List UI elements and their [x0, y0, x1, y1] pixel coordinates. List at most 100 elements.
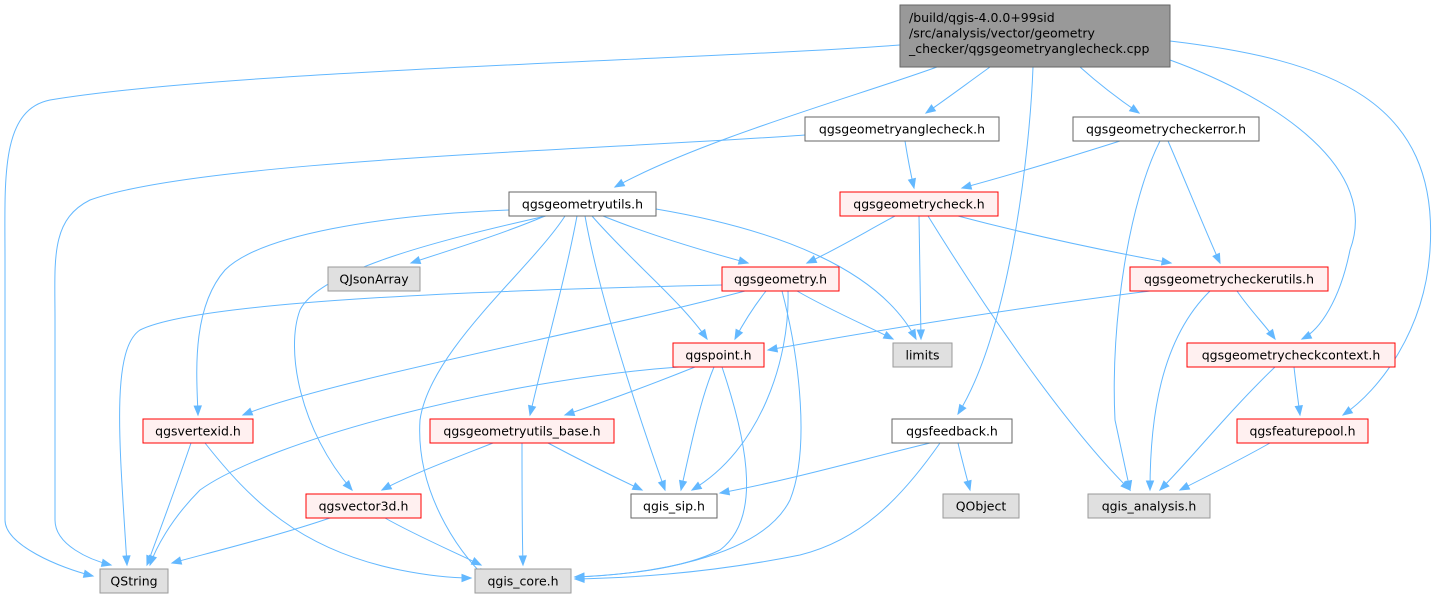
edge-utils-base-h-to-qgis-core-h: [518, 442, 527, 567]
edge-arrowhead: [1294, 405, 1303, 417]
node-box: [672, 342, 765, 368]
edge-vector3d-h-to-qstring: [170, 517, 331, 565]
node-geometryutils-h[interactable]: qgsgeometryutils.h: [508, 191, 657, 217]
edge-arrowhead: [100, 558, 113, 567]
edge-root-to-feedback-h: [957, 66, 1034, 416]
edge-arrowhead: [1160, 257, 1173, 266]
node-box: [327, 266, 421, 292]
node-box: [899, 4, 1171, 68]
edge-utils-base-h-to-vector3d-h: [380, 442, 494, 491]
edge-feedback-h-to-qgis-core-h: [573, 442, 941, 584]
edge-line: [410, 215, 546, 264]
edge-arrowhead: [518, 555, 527, 567]
edge-root-to-featurepool-h: [1169, 40, 1432, 416]
edge-arrowhead: [1266, 328, 1276, 341]
edge-line: [574, 366, 748, 578]
edge-arrowhead: [766, 344, 779, 353]
edge-arrowhead: [882, 330, 895, 340]
edge-root-to-anglecheck-h: [924, 66, 991, 114]
node-label: qgsgeometrycheckcontext.h: [1202, 348, 1381, 363]
node-qgis-analysis-h[interactable]: qgis_analysis.h: [1087, 493, 1211, 519]
edge-line: [957, 66, 1034, 415]
edge-arrowhead: [718, 487, 731, 496]
node-utils-base-h[interactable]: qgsgeometryutils_base.h: [429, 418, 615, 444]
edge-line: [1169, 40, 1432, 416]
edge-arrowhead: [241, 407, 254, 416]
edge-line: [602, 215, 749, 264]
edge-geometryutils-h-to-qgis-core-h: [419, 215, 566, 578]
edge-vertexid-h-to-qgis-core-h: [204, 442, 473, 583]
node-box: [804, 116, 1000, 142]
node-box: [429, 418, 615, 444]
node-checkerror-h[interactable]: qgsgeometrycheckerror.h: [1072, 116, 1260, 142]
edge-line: [4, 44, 901, 577]
edge-checkerutils-h-to-qgis-analysis-h: [1145, 290, 1211, 492]
edge-arrowhead: [1341, 406, 1354, 416]
node-vertexid-h[interactable]: qgsvertexid.h: [142, 418, 254, 444]
edge-line: [1169, 59, 1356, 340]
edge-arrowhead: [613, 178, 626, 188]
node-label: /src/analysis/vector/geometry: [909, 26, 1096, 41]
edge-arrowhead: [409, 255, 422, 265]
edge-arrowhead: [170, 556, 183, 565]
edge-geometry-h-to-qstring: [119, 284, 723, 567]
edge-line: [381, 442, 494, 491]
node-geometrycheck-h[interactable]: qgsgeometrycheck.h: [839, 191, 999, 217]
node-label: QObject: [956, 499, 1007, 514]
node-featurepool-h[interactable]: qgsfeaturepool.h: [1236, 418, 1369, 444]
edge-geometryutils-h-to-point-h: [591, 215, 708, 341]
node-qjsonarray[interactable]: QJsonArray: [327, 266, 421, 292]
edge-geometry-h-to-qgis-sip-h: [690, 290, 789, 491]
edge-arrowhead: [957, 403, 967, 416]
edge-line: [614, 66, 938, 188]
edge-arrowhead: [461, 573, 473, 583]
edge-point-h-to-utils-base-h: [563, 366, 696, 417]
edge-line: [146, 442, 192, 566]
edge-arrowhead: [193, 405, 202, 417]
edge-arrowhead: [1159, 480, 1170, 491]
node-root[interactable]: /build/qgis-4.0.0+99sid/src/analysis/vec…: [899, 4, 1171, 68]
edge-line: [680, 366, 715, 491]
node-box: [1129, 266, 1329, 292]
edge-arrowhead: [470, 557, 483, 566]
node-box: [891, 418, 1013, 444]
node-point-h[interactable]: qgspoint.h: [672, 342, 765, 368]
node-qgis-sip-h[interactable]: qgis_sip.h: [630, 493, 718, 519]
node-geometry-h[interactable]: qgsgeometry.h: [721, 266, 840, 292]
edge-line: [242, 290, 746, 416]
node-box: [942, 493, 1020, 519]
edge-line: [521, 442, 524, 566]
edge-checkcontext-h-to-featurepool-h: [1293, 366, 1303, 417]
edge-root-to-checkcontext-h: [1169, 59, 1356, 340]
edge-arrowhead: [122, 555, 131, 567]
node-label: qgsgeometryutils.h: [522, 197, 643, 212]
node-qgis-core-h[interactable]: qgis_core.h: [474, 568, 572, 594]
edge-root-to-qstring: [4, 44, 901, 578]
node-box: [99, 568, 169, 594]
node-qstring[interactable]: QString: [99, 568, 169, 594]
node-qobject[interactable]: QObject: [942, 493, 1020, 519]
node-label: qgsgeometryanglecheck.h: [819, 122, 985, 137]
edge-line: [564, 366, 696, 416]
node-vector3d-h[interactable]: qgsvector3d.h: [305, 493, 422, 519]
edge-geometry-h-to-limits: [796, 290, 895, 340]
edge-vector3d-h-to-qgis-core-h: [384, 517, 483, 566]
edge-line: [294, 215, 547, 491]
edge-line: [1167, 140, 1221, 264]
edge-line: [1149, 290, 1211, 491]
edge-geometryutils-h-to-utils-base-h: [528, 215, 578, 417]
node-box: [508, 191, 657, 217]
node-checkerutils-h[interactable]: qgsgeometrycheckerutils.h: [1129, 266, 1329, 292]
node-checkcontext-h[interactable]: qgsgeometrycheckcontext.h: [1186, 342, 1396, 368]
edge-line: [171, 517, 331, 564]
edge-line: [529, 215, 578, 416]
node-limits[interactable]: limits: [892, 342, 953, 368]
node-label: qgsgeometrycheckerror.h: [1086, 122, 1246, 137]
edge-geometryutils-h-to-qgis-sip-h: [584, 215, 666, 492]
node-anglecheck-h[interactable]: qgsgeometryanglecheck.h: [804, 116, 1000, 142]
node-feedback-h[interactable]: qgsfeedback.h: [891, 418, 1013, 444]
edge-arrowhead: [1120, 480, 1131, 491]
node-label: qgsvertexid.h: [155, 424, 241, 439]
edge-arrowhead: [1212, 252, 1221, 265]
node-label: qgis_analysis.h: [1102, 499, 1197, 514]
